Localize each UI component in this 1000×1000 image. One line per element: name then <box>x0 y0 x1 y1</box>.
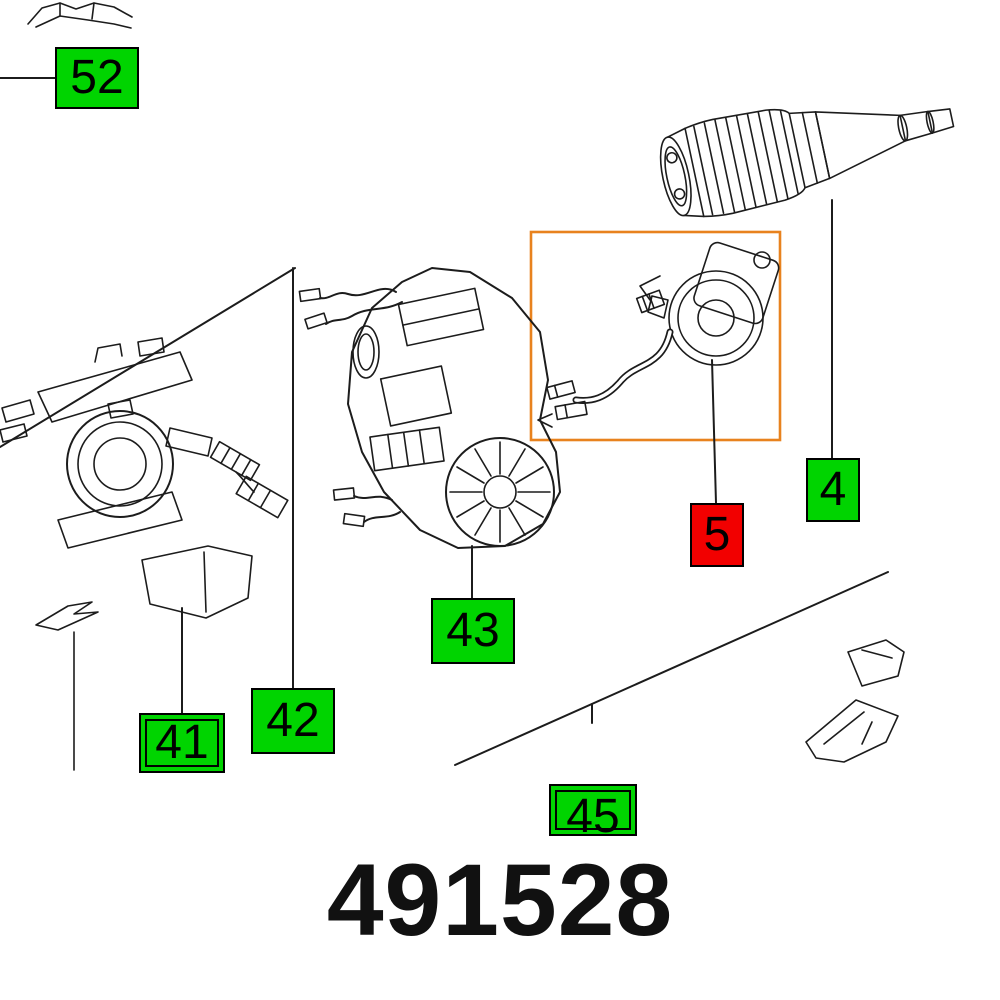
group-boundary-line-right <box>454 571 889 766</box>
callout-45-label: 45 <box>566 790 620 836</box>
callout-5-label: 5 <box>703 508 731 561</box>
callout-5[interactable]: 5 <box>690 503 744 567</box>
callout-41[interactable]: 41 <box>139 713 225 773</box>
chuck-drawing <box>659 108 955 218</box>
callout-42-label: 42 <box>266 694 320 747</box>
selection-highlight-rect <box>529 230 782 442</box>
motor-drawing <box>298 267 561 549</box>
callout-45[interactable]: 45 <box>549 784 637 836</box>
clip-parts-drawing <box>805 639 905 763</box>
callout-4-label: 4 <box>819 463 847 516</box>
leader-line-5 <box>711 359 717 504</box>
switch-drawing <box>537 241 780 428</box>
callout-42[interactable]: 42 <box>251 688 335 754</box>
part-number-text: 491528 <box>326 843 674 957</box>
callout-43-label: 43 <box>446 604 500 657</box>
group-boundary-line-left <box>0 267 296 448</box>
callout-41-label: 41 <box>155 716 209 769</box>
top-edge-part-drawing <box>27 2 133 29</box>
callout-43[interactable]: 43 <box>431 598 515 664</box>
callout-52-label: 52 <box>70 51 124 104</box>
callout-52[interactable]: 52 <box>55 47 139 109</box>
callout-4[interactable]: 4 <box>806 458 860 522</box>
housing-parts-drawing <box>0 337 289 771</box>
